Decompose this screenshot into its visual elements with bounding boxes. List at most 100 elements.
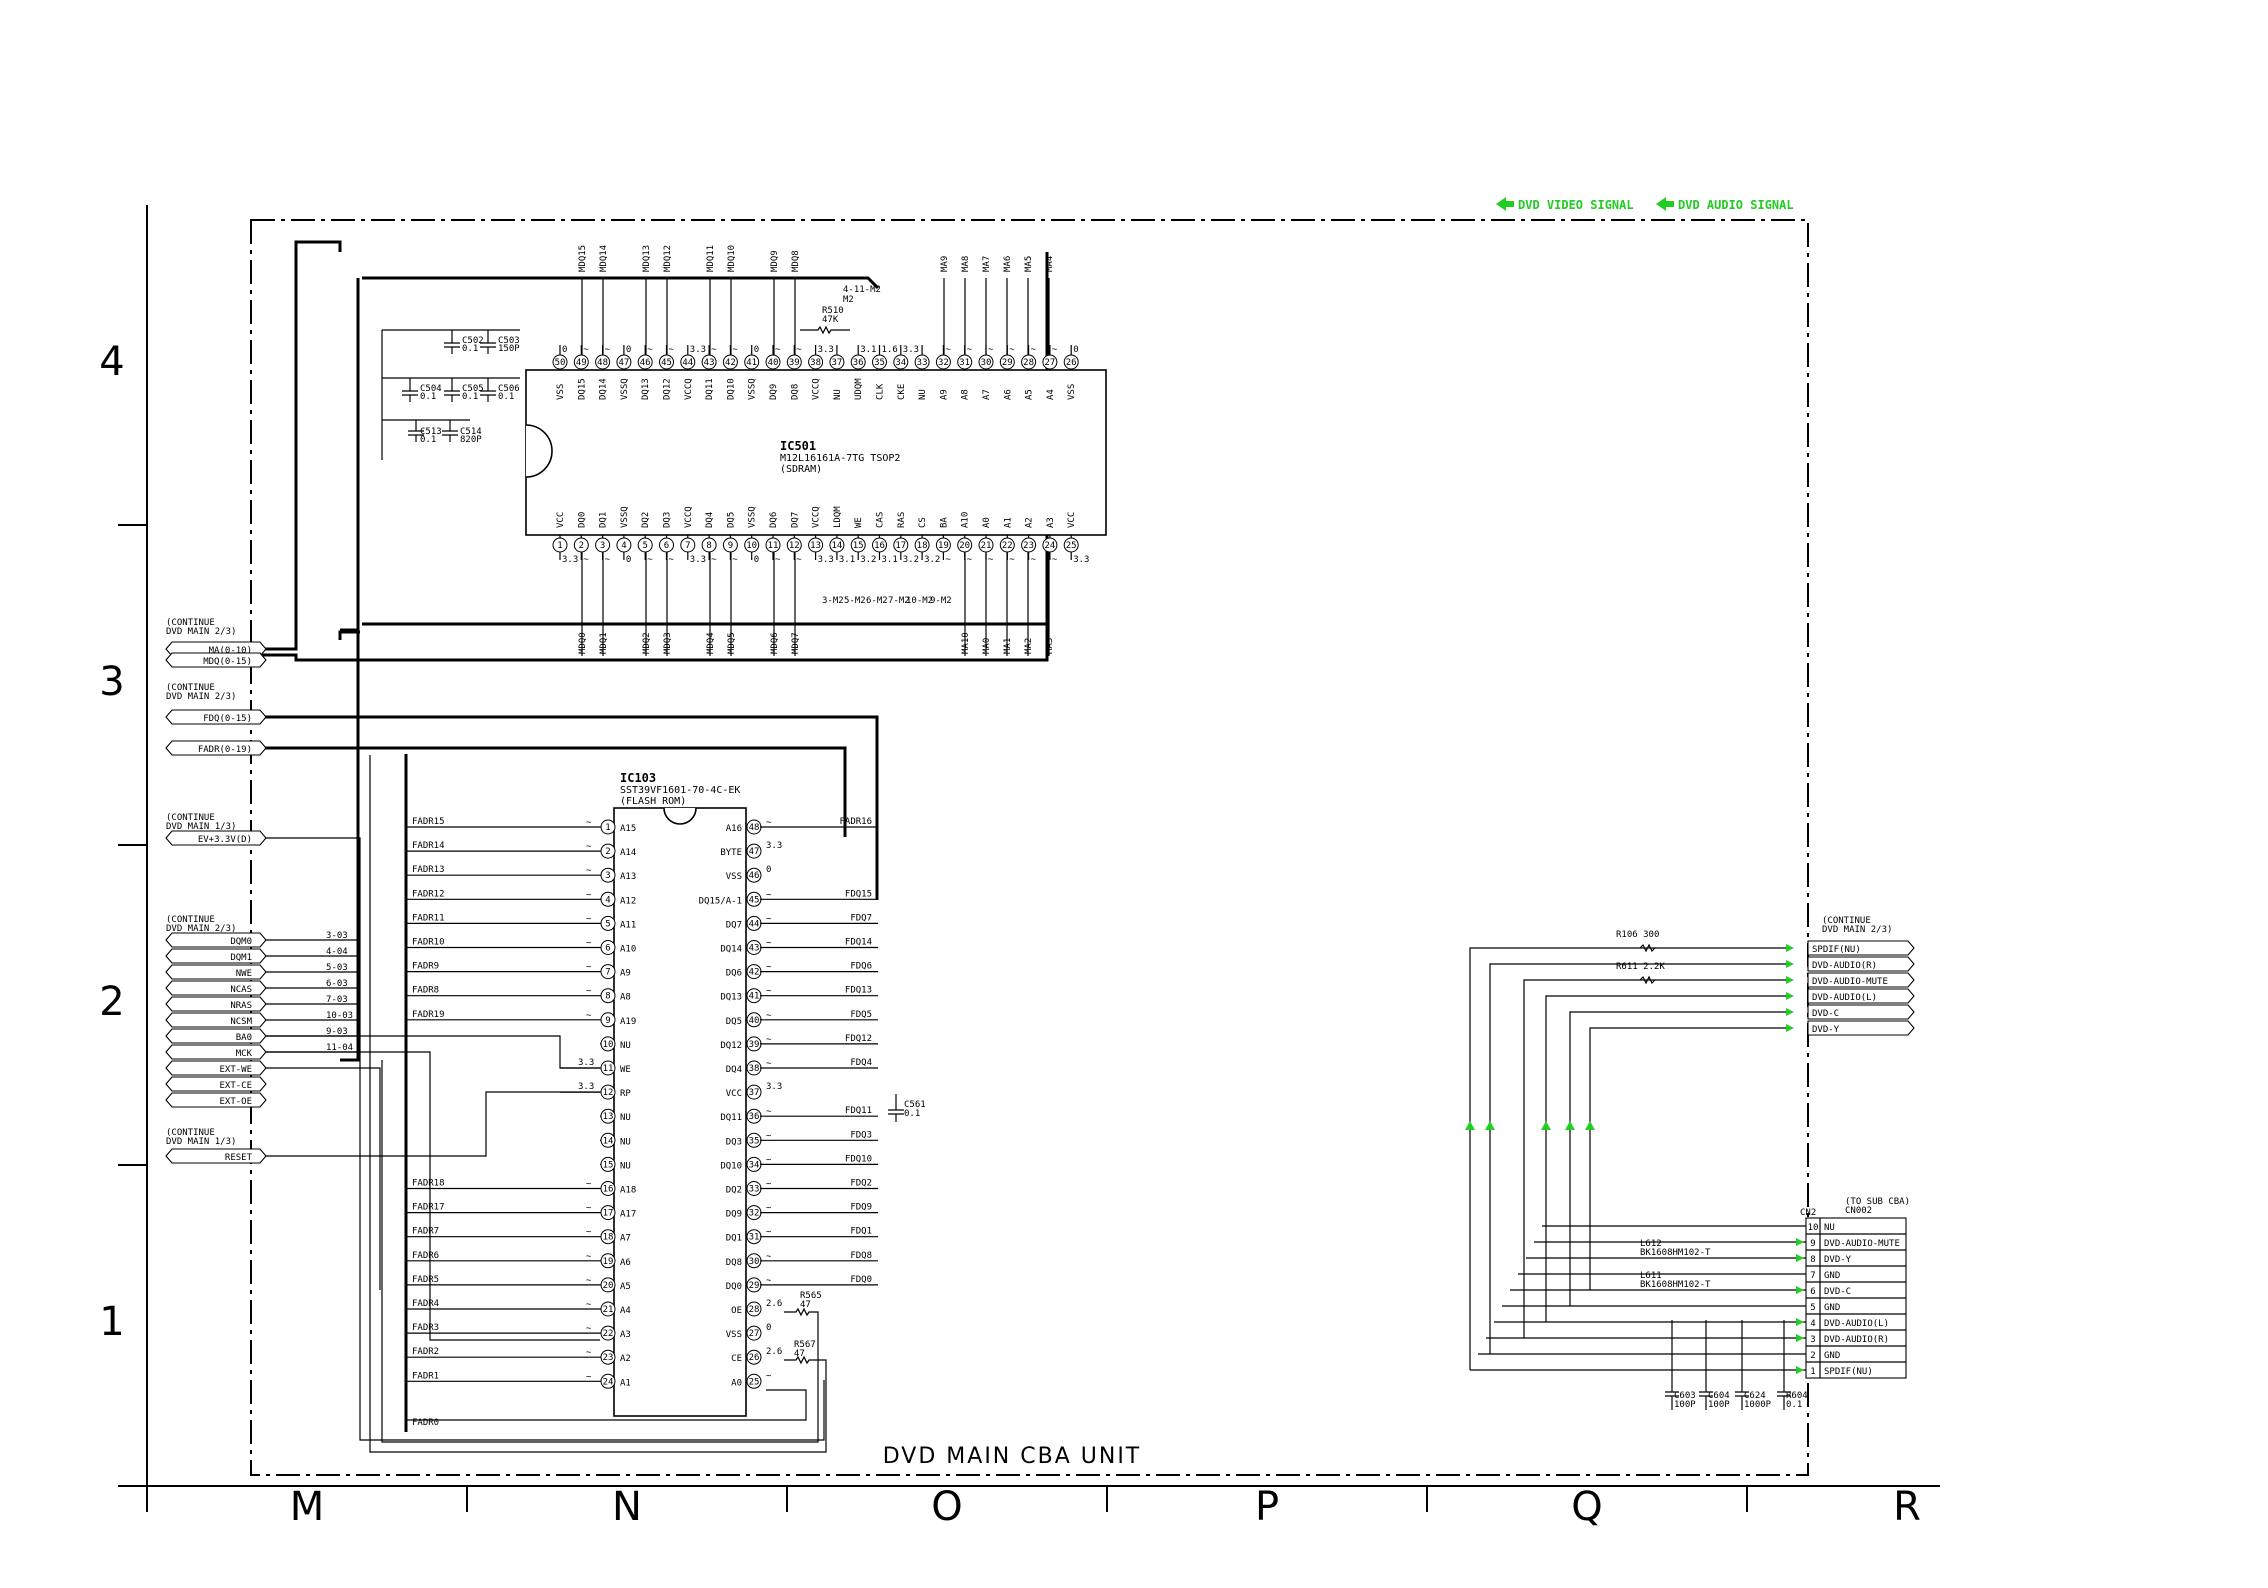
ic501-pin-marker: [744, 354, 760, 370]
ic103-net-label: FADR19: [412, 1010, 445, 1020]
ic103-pin-number: 2: [605, 847, 610, 857]
cn2-pin-name: SPDIF(NU): [1824, 1367, 1873, 1377]
sheet-grid: 4 3 2 1 M N O P Q R: [99, 205, 1940, 1530]
ic501-pin-number: 33: [917, 358, 928, 368]
signal-arrow-icon: [1786, 976, 1794, 984]
ic501-pin-number: 35: [874, 358, 885, 368]
ic501-pin-number: 31: [959, 358, 970, 368]
ext-we-wire: [266, 1035, 600, 1069]
ic501-top-net-label: MA9: [940, 256, 950, 272]
ic501-pin-voltage: 0: [1073, 345, 1078, 355]
bottom-cap-ref: R604: [1786, 1391, 1808, 1401]
ic103-net-label: FADR2: [412, 1347, 439, 1357]
reset-wire: [266, 1091, 600, 1157]
r611-val: 2.2K: [1643, 962, 1665, 972]
ic103-pin-name: DQ10: [720, 1161, 742, 1171]
ic103-pin-name: A6: [620, 1258, 631, 1268]
conn-ext-ce: [165, 1076, 267, 1092]
ic103-pin-name: A8: [620, 993, 631, 1003]
ic103-net-label: 3.3: [766, 1082, 782, 1092]
ic103-pin-name: DQ9: [726, 1210, 742, 1220]
ic501-pin-name: DQ1: [599, 512, 609, 528]
signal-arrow-icon: [1786, 1024, 1794, 1032]
ic103-pin-name: A7: [620, 1234, 631, 1244]
ic103-pin-name: DQ13: [720, 993, 742, 1003]
ic103-pin-number: 46: [749, 871, 760, 881]
conn-ev33-label: EV+3.3V(D): [198, 835, 252, 845]
ic103-pin-number: 24: [603, 1377, 614, 1387]
ic103-net-label: 0: [766, 1323, 771, 1333]
audio-signal-arrow-icon: [1656, 197, 1674, 211]
ic103-pin-tilde: ~: [766, 818, 772, 828]
ic103-net-label: FDQ13: [845, 986, 872, 996]
ic103-net-label: FDQ0: [850, 1275, 872, 1285]
ic103-pin-name: A18: [620, 1186, 636, 1196]
conn-nwe-label: NWE: [236, 969, 252, 979]
conn-ext-we-label: EXT-WE: [219, 1065, 252, 1075]
ic501-pin-voltage: ~: [1052, 555, 1058, 565]
conn-ncas-label: NCAS: [230, 985, 252, 995]
ic501-pin-voltage: 0: [754, 345, 759, 355]
ic501-pin-marker: [765, 537, 781, 553]
ic501-pin-number: 45: [661, 358, 672, 368]
c506-ref: C506: [498, 384, 520, 394]
ic501-pin-name: A8: [961, 389, 971, 400]
cn2-pin-number: 10: [1808, 1223, 1819, 1233]
audio-video-wire: [1523, 979, 1786, 1338]
ic501-pin-voltage: 3.1: [882, 555, 898, 565]
ic103-net-label: FADR3: [412, 1323, 439, 1333]
c561-ref: C561: [904, 1100, 926, 1110]
ic501-pin-number: 34: [895, 358, 906, 368]
ic103-pin-tilde: ~: [766, 914, 772, 924]
ic103-pin-name: DQ0: [726, 1282, 742, 1292]
ic103-pin-marker: [600, 819, 616, 835]
rconn-dvd-audio-r-: [1807, 956, 1915, 972]
ic501-pin-name: CKE: [897, 384, 907, 400]
ic103-pin-tilde: ~: [766, 1035, 772, 1045]
signal-arrow-icon: [1465, 1121, 1475, 1130]
ic501-pin-voltage: ~: [647, 555, 653, 565]
ic501-pin-number: 27: [1044, 358, 1055, 368]
signal-arrow-icon: [1786, 992, 1794, 1000]
ic501-pin-number: 42: [725, 358, 736, 368]
ic103-pin-number: 20: [603, 1281, 614, 1291]
col-label-N: N: [612, 1484, 642, 1530]
right-note2: DVD MAIN 2/3): [1822, 925, 1892, 935]
ic501-pin-marker: [808, 354, 824, 370]
ic501-pin-voltage: ~: [732, 345, 738, 355]
r565-ref: R565: [800, 1291, 822, 1301]
rconn-label: DVD-AUDIO(R): [1812, 961, 1877, 971]
signal-arrow-icon: [1786, 944, 1794, 952]
ic103-pin-tilde: ~: [586, 987, 592, 997]
ic103-pin-tilde: ~: [766, 963, 772, 973]
g4-note2: DVD MAIN 2/3): [166, 924, 236, 934]
ic103-pin-number: 23: [603, 1353, 614, 1363]
ic103-notch: [663, 807, 697, 825]
ic103-pin-tilde: ~: [586, 1348, 592, 1358]
ic103-net-label: FADR7: [412, 1227, 439, 1237]
ic103-pin-number: 14: [603, 1136, 614, 1146]
cn2-pin-number: 5: [1810, 1303, 1815, 1313]
ic501-pin-number: 25: [1066, 541, 1077, 551]
jumper-top-1: 4-11-M2: [843, 285, 881, 295]
ic103-net-label: FDQ10: [845, 1154, 872, 1164]
signal-arrow-icon: [1796, 1334, 1804, 1342]
ic103-part: SST39VF1601-70-4C-EK: [620, 785, 740, 796]
ic103-pin-number: 22: [603, 1329, 614, 1339]
ic501-pin-voltage: 3.1: [860, 345, 876, 355]
ic103-pin-name: NU: [620, 1137, 631, 1147]
ic103-net-label: FDQ2: [850, 1179, 872, 1189]
c502-val: 0.1: [462, 344, 478, 354]
ic103-pin-tilde: ~: [586, 1324, 592, 1334]
right-note1: (CONTINUE: [1822, 916, 1871, 926]
ic501-pin-name: DQ11: [705, 378, 715, 400]
ic501-pin-number: 17: [895, 541, 906, 551]
r106-val: 300: [1643, 930, 1659, 940]
ctrl-ref: 11-04: [326, 1043, 353, 1053]
ic103-pin-name: DQ5: [726, 1017, 742, 1027]
c504-ref: C504: [420, 384, 442, 394]
ic501-pin-number: 24: [1044, 541, 1055, 551]
c502-ref: C502: [462, 336, 484, 346]
